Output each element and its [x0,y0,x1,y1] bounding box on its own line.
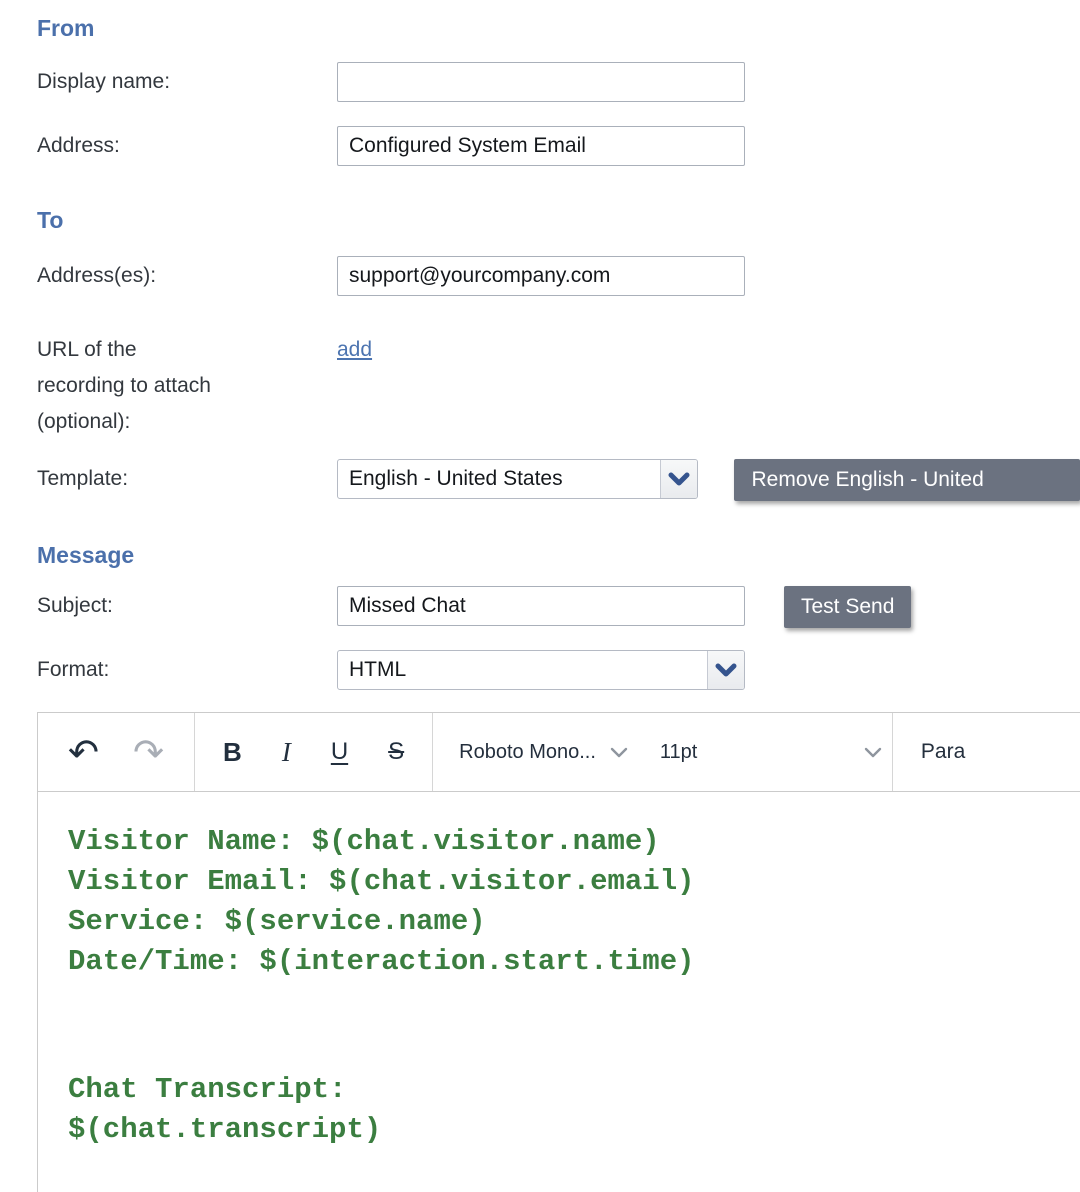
chevron-down-icon [864,741,882,764]
subject-label: Subject: [37,594,113,617]
template-variable-line: $(chat.transcript) [68,1113,382,1146]
template-variable-line: Visitor Email: $(chat.visitor.email) [68,865,695,898]
format-select[interactable]: HTML [337,650,745,690]
bold-button[interactable]: B [223,737,242,767]
strikethrough-button[interactable]: S [388,738,405,765]
empty-line [68,982,1069,1022]
editor-toolbar: ↶ ↷ B I U S Roboto Mono... 11pt [37,712,1080,792]
undo-icon: ↶ [68,731,100,773]
toolbar-divider [432,713,434,791]
template-select[interactable]: English - United States [337,459,698,499]
subject-input[interactable] [337,586,745,626]
message-section-title: Message [37,542,135,568]
format-row: Format: HTML [37,650,1080,690]
template-variable-line: Visitor Name: $(chat.visitor.name) [68,825,660,858]
undo-button[interactable]: ↶ [68,734,99,771]
font-family-dropdown[interactable]: Roboto Mono... [433,713,628,791]
from-section-title: From [37,15,95,41]
template-label: Template: [37,467,129,490]
paragraph-style-value: Para [920,740,966,763]
to-section-title: To [37,207,64,233]
format-group: B I U S [195,713,432,791]
paragraph-style-dropdown[interactable]: Para [893,713,965,791]
empty-line [68,1022,1069,1062]
chevron-down-icon [707,651,744,689]
template-select-value: English - United States [349,467,563,490]
chevron-down-icon [610,741,628,764]
font-family-value: Roboto Mono... [459,740,596,763]
toolbar-divider [891,713,893,791]
underline-button[interactable]: U [330,738,349,765]
redo-icon: ↷ [133,731,165,773]
recording-url-row: URL of the recording to attach (optional… [37,330,1080,440]
format-label: Format: [37,658,110,681]
from-address-label: Address: [37,134,120,157]
chevron-down-icon [659,460,697,498]
display-name-row: Display name: [37,62,1080,102]
add-recording-url-link[interactable]: add [337,338,373,361]
to-addresses-input[interactable] [337,256,745,296]
to-addresses-label: Address(es): [37,264,157,287]
font-size-value: 11pt [659,740,698,763]
template-variable-line: Service: $(service.name) [68,905,486,938]
font-size-dropdown[interactable]: 11pt [660,713,892,791]
display-name-label: Display name: [37,70,171,93]
from-address-input[interactable] [337,126,745,166]
display-name-input[interactable] [337,62,745,102]
history-group: ↶ ↷ [38,713,194,791]
recording-url-label: URL of the recording to attach (optional… [37,338,211,433]
subject-row: Subject: Test Send [37,586,1080,628]
to-addresses-row: Address(es): [37,256,1080,296]
toolbar-divider [194,713,196,791]
redo-button[interactable]: ↷ [133,734,164,771]
editor-content-area[interactable]: Visitor Name: $(chat.visitor.name) Visit… [37,792,1080,1192]
remove-template-button[interactable]: Remove English - United [733,459,1080,501]
message-body-editor: ↶ ↷ B I U S Roboto Mono... 11pt [37,712,1080,1192]
template-variable-line: Chat Transcript: [68,1073,347,1106]
test-send-button[interactable]: Test Send [784,586,912,628]
italic-button[interactable]: I [281,736,291,767]
from-address-row: Address: [37,126,1080,166]
template-row: Template: English - United States Remove… [37,459,1080,501]
template-variable-line: Date/Time: $(interaction.start.time) [68,945,695,978]
format-select-value: HTML [349,658,407,681]
